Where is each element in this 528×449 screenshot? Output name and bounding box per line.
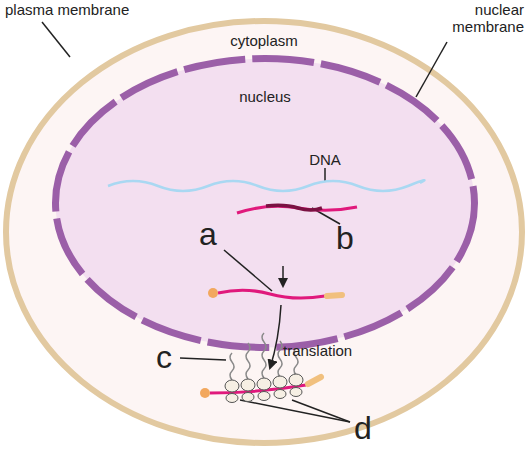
- polypeptide: [262, 333, 266, 378]
- ribosome-large: [257, 378, 271, 390]
- ribosome-small: [258, 392, 270, 401]
- region-name: nucleus: [52, 88, 478, 106]
- part-name: nuclear membrane: [440, 1, 524, 36]
- five-prime-cap: [200, 388, 210, 398]
- dna-strand: [108, 180, 424, 191]
- ribosome-large: [241, 379, 255, 391]
- ribosome-small: [290, 388, 302, 397]
- ribosome-small: [242, 393, 254, 402]
- ribosome-small: [274, 390, 286, 399]
- pre-mrna: [237, 206, 357, 213]
- membrane: [6, 21, 522, 443]
- ribosome-large: [225, 380, 239, 392]
- poly-a-tail: [327, 295, 342, 296]
- region-name: cytoplasm: [3, 32, 525, 50]
- poly-a-tail: [308, 377, 321, 384]
- ribosome-large: [273, 376, 287, 388]
- nucleus-region: nucleus: [52, 55, 478, 351]
- leader-line: [292, 400, 350, 422]
- leader-line: [416, 42, 447, 97]
- gene-region: [266, 205, 322, 210]
- part-name: plasma membrane: [5, 1, 165, 18]
- polypeptide: [294, 348, 298, 375]
- leader-line: [324, 168, 326, 182]
- polypeptide: [230, 353, 234, 380]
- five-prime-cap: [208, 288, 218, 298]
- mrna: [218, 290, 325, 298]
- leader-line: [42, 22, 70, 57]
- leader-line: [240, 400, 350, 422]
- ribosome-large: [289, 374, 303, 386]
- polypeptide: [278, 341, 282, 377]
- leader-line: [180, 358, 226, 360]
- leader-line: [224, 250, 272, 291]
- ribosome-small: [226, 394, 238, 403]
- process-arrow: [282, 266, 284, 286]
- ribosome-group: [225, 374, 303, 403]
- polypeptide: [246, 343, 250, 379]
